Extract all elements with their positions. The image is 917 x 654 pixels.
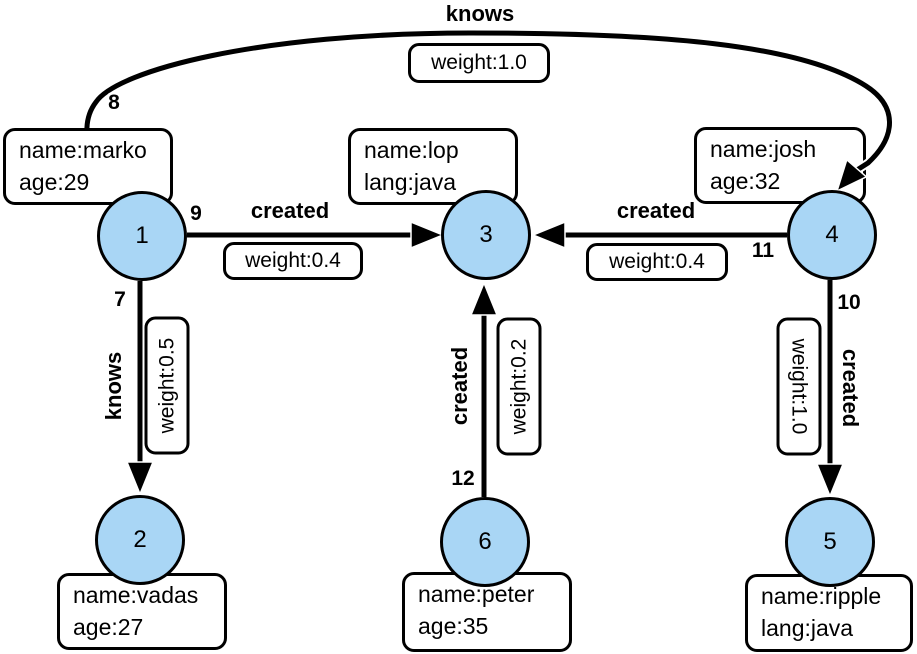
edge-11-label: created (616, 198, 696, 223)
node-5: 5 (785, 497, 875, 587)
edge-7-label: knows (101, 351, 126, 421)
edge-8-id: 8 (108, 91, 120, 114)
weight-value: weight:1.0 (788, 338, 811, 435)
property-line: lang:java (761, 615, 854, 641)
arrow-head-into-node-3-bottom (469, 281, 499, 316)
property-line: age:27 (73, 614, 144, 640)
property-line: name:vadas (73, 582, 199, 608)
node-4: 4 (787, 190, 877, 280)
arrow-head-into-node-2 (125, 461, 155, 496)
weight-value: weight:1.0 (431, 51, 527, 74)
weight-value: weight:0.4 (609, 250, 705, 273)
edge-7-knows (125, 281, 155, 496)
edge-10-created (815, 280, 845, 498)
weight-value: weight:0.2 (507, 338, 530, 435)
edge-9-label: created (250, 198, 330, 223)
edge-11-weight-box: weight:0.4 (586, 243, 728, 281)
node-2-properties-box: name:vadas age:27 (57, 573, 227, 650)
node-5-properties-box: name:ripple lang:java (745, 574, 913, 652)
edge-12-id: 12 (451, 467, 475, 490)
edge-10-id: 10 (837, 291, 861, 314)
edge-9-id: 9 (190, 202, 202, 225)
arrow-head-into-node-3-left (410, 220, 445, 250)
node-4-label: 4 (825, 221, 839, 248)
edge-11-id: 11 (751, 239, 775, 262)
edge-7-weight-box: weight:0.5 (144, 316, 190, 455)
node-3: 3 (441, 190, 531, 280)
node-1-label: 1 (135, 222, 149, 249)
node-5-label: 5 (823, 528, 837, 555)
property-line: lang:java (364, 169, 457, 195)
property-line: name:lop (364, 137, 459, 163)
edge-11-created (531, 220, 787, 250)
edge-9-created (187, 220, 445, 250)
property-line: name:josh (710, 136, 817, 162)
edge-9-weight-box: weight:0.4 (223, 242, 363, 280)
edge-12-label: created (447, 346, 472, 426)
node-1: 1 (97, 191, 187, 281)
property-line: age:32 (710, 168, 781, 194)
node-4-properties-box: name:josh age:32 (694, 127, 866, 204)
node-2-label: 2 (133, 526, 147, 553)
edge-10-label: created (838, 348, 863, 428)
edge-8-label: knows (445, 1, 515, 26)
arrow-head-into-node-5 (815, 463, 845, 498)
node-6: 6 (440, 497, 530, 587)
property-line: name:ripple (761, 583, 882, 609)
weight-value: weight:0.5 (155, 337, 178, 434)
weight-value: weight:0.4 (245, 249, 341, 272)
node-3-label: 3 (479, 221, 493, 248)
edge-12-weight-box: weight:0.2 (496, 317, 542, 456)
node-6-label: 6 (478, 528, 492, 555)
edge-12-created (469, 281, 499, 497)
edge-8-weight-box: weight:1.0 (408, 43, 550, 83)
edge-7-id: 7 (114, 288, 126, 311)
edge-8-knows (82, 28, 894, 201)
arrow-head-into-node-4 (835, 158, 868, 193)
arrow-head-into-node-3-right (531, 220, 566, 250)
node-3-properties-box: name:lop lang:java (348, 128, 518, 205)
property-line: age:35 (418, 613, 489, 639)
property-line: age:29 (19, 169, 90, 195)
edge-10-weight-box: weight:1.0 (776, 317, 822, 456)
node-2: 2 (95, 495, 185, 585)
property-line: name:marko (19, 137, 147, 163)
